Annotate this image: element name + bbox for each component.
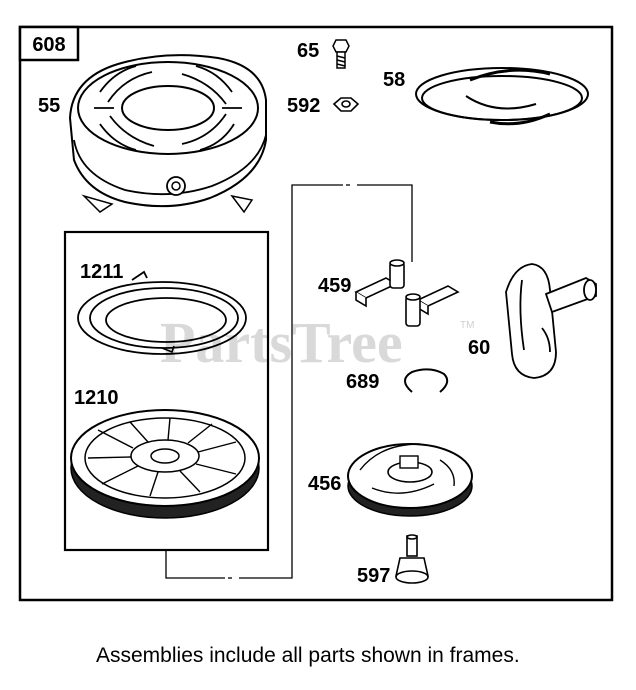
assembly-bracket [165,184,413,579]
label-58: 58 [383,69,405,91]
starter-housing-drawing [68,54,267,214]
watermark-tm: TM [460,320,474,331]
assembly-number: 608 [32,34,65,56]
screw-drawing [332,39,350,69]
label-456: 456 [308,473,341,495]
label-597: 597 [357,565,390,587]
label-65: 65 [297,40,319,62]
watermark: PartsTree [160,310,403,375]
retainer-drawing [347,443,473,517]
label-55: 55 [38,95,60,117]
footer-note: Assemblies include all parts shown in fr… [96,644,520,667]
handle-drawing [505,263,597,379]
bracket-breaks [225,181,357,582]
nut-drawing [332,97,360,112]
label-592: 592 [287,95,320,117]
label-1211: 1211 [80,261,123,283]
label-60: 60 [468,337,490,359]
label-1210: 1210 [74,387,119,409]
label-459: 459 [318,275,351,297]
pulley-drawing [70,409,260,519]
dog-drawing [354,259,460,327]
rope-drawing [415,67,589,126]
label-689: 689 [346,371,379,393]
recoil-spring-drawing [77,270,247,355]
outer-frame [18,25,614,602]
assembly-number-box [18,25,80,62]
shoulder-screw-drawing [395,534,429,584]
retainer-ring-drawing [404,368,449,393]
